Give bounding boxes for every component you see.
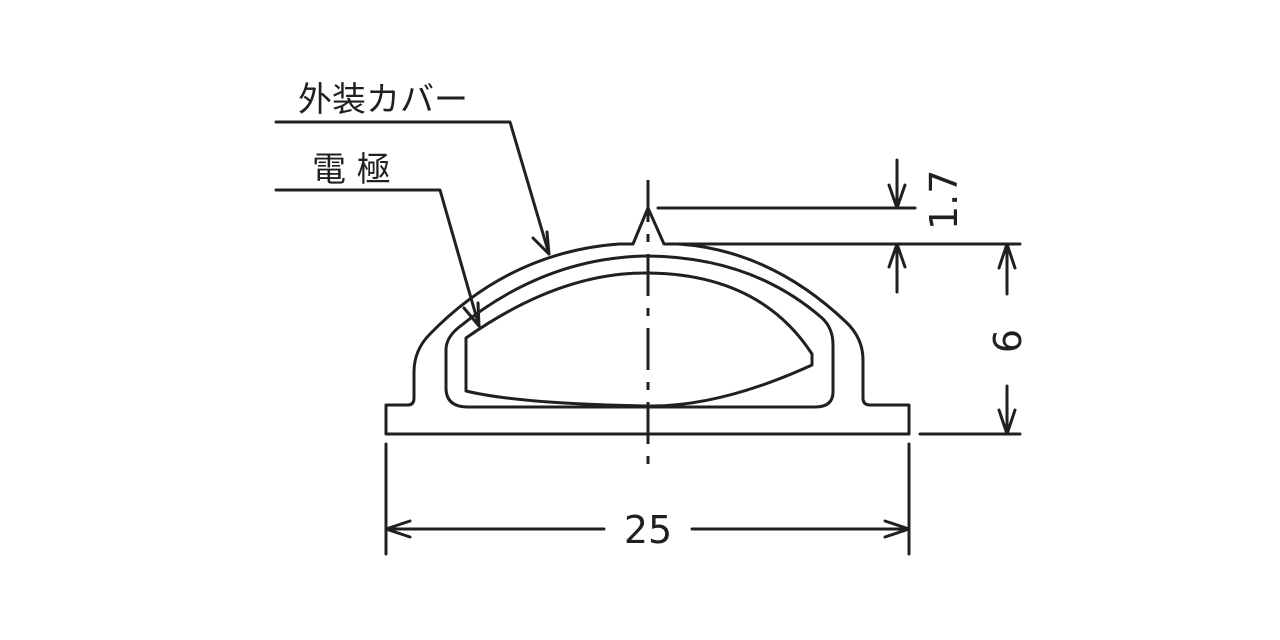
electrode-profile — [464, 271, 814, 408]
arrow-up-icon — [997, 242, 1017, 270]
cover-label: 外装カバー — [298, 80, 468, 120]
electrode-leader-line — [274, 188, 481, 328]
arrow-down-icon — [997, 408, 1017, 436]
protrusion-dimension: 1.7 — [922, 170, 966, 230]
cover-leader-arrow — [531, 230, 551, 256]
height-dimension: 9 — [984, 329, 1028, 353]
arrow-down-icon — [887, 183, 907, 210]
cover-leader-line — [274, 120, 551, 256]
arrow-left-icon — [384, 519, 412, 539]
electrode-leader-arrow — [462, 301, 481, 328]
electrode-label: 電 極 — [312, 150, 391, 190]
arrow-up-icon — [887, 242, 907, 269]
width-dimension: 25 — [624, 508, 672, 552]
arrow-right-icon — [883, 519, 911, 539]
